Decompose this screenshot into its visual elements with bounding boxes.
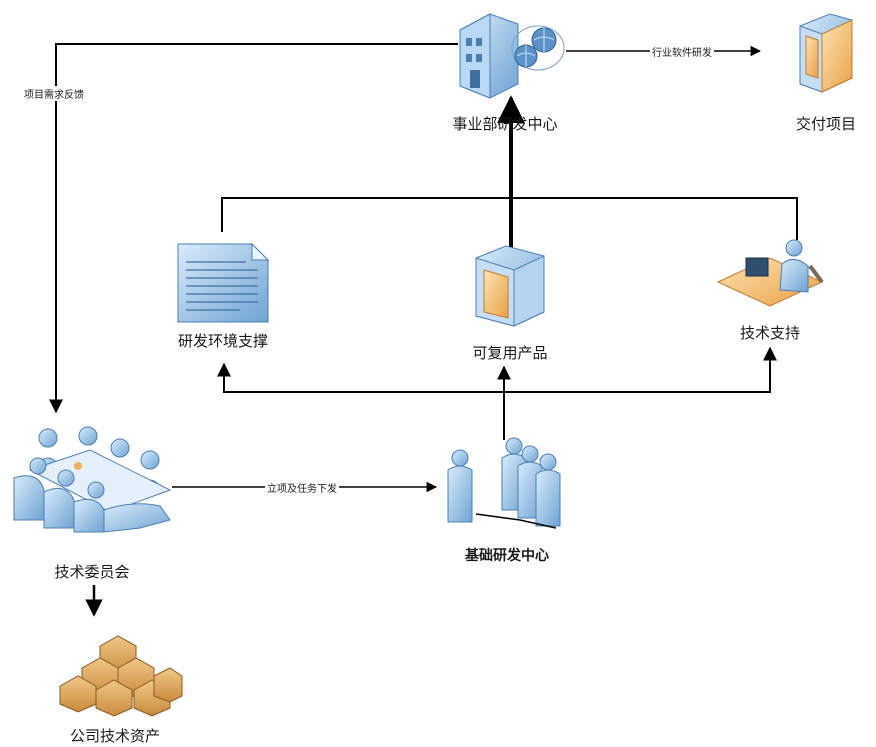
edge-bottom-bus (217, 346, 777, 393)
people-group-icon (447, 437, 561, 529)
node-label-company-assets: 公司技术资产 (69, 727, 161, 745)
delivery-computer-icon (799, 13, 853, 93)
person-at-desk-icon (716, 239, 824, 307)
server-building-icon (459, 13, 565, 99)
reusable-computer-icon (475, 245, 545, 327)
edge-feedback (49, 43, 458, 414)
node-label-tech-committee: 技术委员会 (54, 563, 130, 581)
node-label-tech-support: 技术支持 (739, 324, 801, 342)
edge-label-feedback: 项目需求反馈 (22, 86, 86, 101)
node-label-base-rd-center: 基础研发中心 (465, 548, 549, 564)
document-icon (177, 242, 270, 323)
node-label-rd-environment: 研发环境支撑 (177, 332, 269, 350)
boxes-stack-icon (59, 635, 183, 717)
edge-label-industry-software: 行业软件研发 (650, 44, 714, 59)
meeting-group-icon (13, 426, 172, 533)
connectors (49, 43, 798, 617)
node-label-delivery: 交付项目 (795, 115, 857, 133)
edge-top-bus (221, 197, 798, 240)
node-label-biz-rd-center: 事业部研发中心 (452, 115, 558, 133)
edge-label-project-dispatch: 立项及任务下发 (265, 480, 339, 495)
node-label-reusable-product: 可复用产品 (472, 344, 548, 362)
